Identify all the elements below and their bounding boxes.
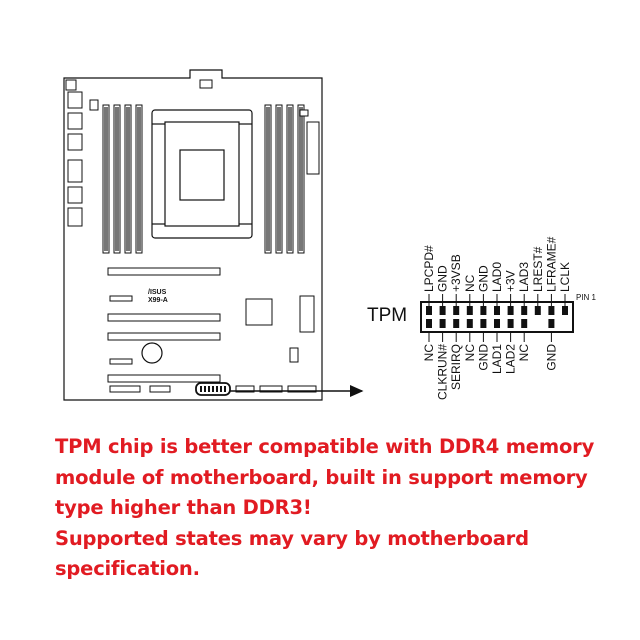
- cmos-battery: [141, 342, 163, 364]
- pin-bottom: [453, 319, 460, 328]
- pin-label-bottom: NC: [463, 344, 477, 362]
- pin-label-top: LPCPD#: [422, 245, 436, 292]
- pin-bottom: [521, 319, 528, 328]
- dimm-slots-left: [102, 104, 143, 254]
- pin-label-bottom: GND: [544, 344, 558, 371]
- pin-top: [466, 306, 473, 315]
- pin-label-top: +3V: [504, 270, 518, 292]
- pin-top: [507, 306, 514, 315]
- rear-io-ports: [65, 79, 213, 227]
- pin1-label: PIN 1: [576, 293, 597, 302]
- atx-power-connector: [306, 121, 320, 175]
- bottom-headers: [109, 385, 317, 393]
- pin-top: [521, 306, 528, 315]
- pin-top: [480, 306, 487, 315]
- board-model: X99-A: [148, 297, 168, 304]
- pin-label-top: NC: [463, 274, 477, 292]
- pin-top: [494, 306, 500, 315]
- chipset: [245, 298, 273, 326]
- tpm-title: TPM: [367, 305, 407, 326]
- pin-top: [426, 306, 432, 315]
- board-brand: /ISUS: [148, 289, 167, 296]
- pin-bottom: [480, 319, 487, 328]
- pin-label-top: LAD3: [517, 262, 531, 292]
- pin-top: [439, 306, 446, 315]
- cpu-socket: [151, 109, 253, 239]
- sata-ports: [299, 295, 315, 333]
- pin-label-bottom: NC: [517, 344, 531, 362]
- pin-label-top: LAD0: [490, 262, 504, 292]
- pin-label-bottom: SERIRQ: [449, 344, 463, 390]
- pin-top: [453, 306, 460, 315]
- pin-top: [548, 306, 555, 315]
- pin-label-bottom: LAD1: [490, 344, 504, 374]
- pin-label-top: +3VSB: [449, 254, 463, 292]
- pin-label-top: LCLK: [558, 262, 572, 292]
- pin-label-top: GND: [436, 265, 450, 292]
- pin-top: [534, 306, 541, 315]
- pin-bottom-missing: [534, 319, 541, 328]
- pin-label-bottom: CLKRUN#: [436, 344, 450, 400]
- caption-line: type higher than DDR3!: [55, 496, 312, 519]
- pin-label-bottom: GND: [476, 344, 490, 371]
- pin-label-top: LFRAME#: [544, 236, 558, 292]
- caption-line: Supported states may vary by motherboard: [55, 526, 529, 550]
- dimm-slots-right: [264, 104, 305, 254]
- caption-line: module of motherboard, built in support …: [55, 465, 588, 489]
- pin-label-bottom: LAD2: [504, 344, 518, 374]
- misc-header: [289, 347, 299, 363]
- tpm-pin-grid: [426, 294, 568, 342]
- pin-label-top: GND: [476, 265, 490, 292]
- caption: TPM chip is better compatible with DDR4 …: [55, 432, 615, 585]
- pin-bottom: [507, 319, 514, 328]
- caption-line: specification.: [55, 557, 200, 580]
- pin-bottom: [439, 319, 446, 328]
- pin-bottom: [548, 319, 555, 328]
- pin-bottom: [466, 319, 473, 328]
- caption-line: TPM chip is better compatible with DDR4 …: [55, 435, 595, 458]
- pin-bottom: [494, 319, 500, 328]
- tpm-header-pins-mini: [200, 386, 226, 392]
- fan-header: [299, 109, 309, 117]
- pin-label-bottom: NC: [422, 344, 436, 362]
- pcie-slots: [107, 267, 221, 383]
- pin-bottom: [426, 319, 432, 328]
- pin-top: [562, 306, 568, 315]
- pin-label-top: LREST#: [531, 246, 545, 292]
